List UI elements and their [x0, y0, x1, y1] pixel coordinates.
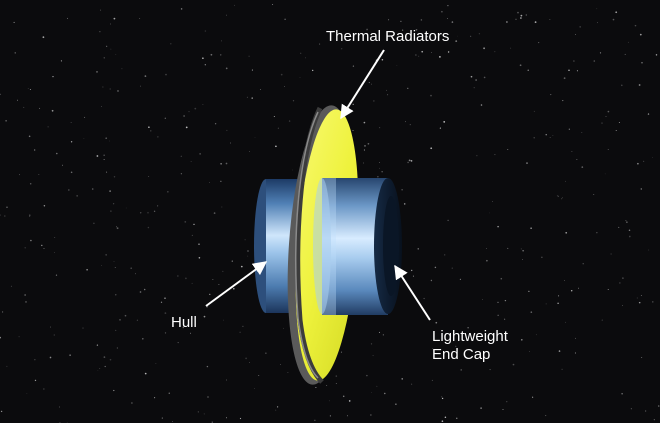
thermal-radiators-label: Thermal Radiators	[326, 28, 449, 45]
callout-end-cap: Lightweight End Cap	[394, 264, 509, 363]
callout-thermal-radiators: Thermal Radiators	[326, 28, 449, 120]
callout-hull: Hull	[171, 261, 268, 331]
lightweight-end-cap	[374, 178, 402, 314]
hull-label: Hull	[171, 314, 197, 331]
end-cap-label-line1: Lightweight	[432, 328, 509, 345]
spacecraft	[254, 105, 402, 385]
end-cap-label-line2: End Cap	[432, 346, 490, 363]
